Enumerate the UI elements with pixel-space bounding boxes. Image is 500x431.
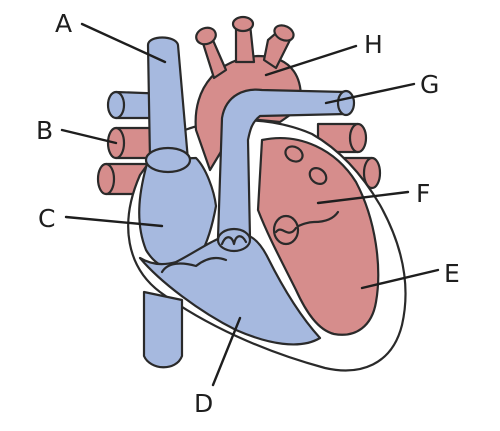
superior-vena-cava — [144, 36, 192, 174]
label-d: D — [194, 389, 213, 418]
tricuspid-valve — [160, 256, 228, 274]
left-ventricle — [256, 137, 380, 336]
pulmonary-vein-openings — [284, 145, 328, 185]
label-a: A — [55, 9, 72, 38]
right-ventricle — [138, 232, 322, 346]
inferior-vena-cava — [142, 290, 184, 369]
label-f: F — [416, 179, 430, 208]
label-e: E — [444, 259, 460, 288]
aortic-valve — [272, 214, 300, 246]
pulmonary-artery — [216, 88, 356, 253]
label-b: B — [36, 116, 53, 145]
leader-lines — [60, 22, 440, 387]
label-h: H — [364, 30, 383, 59]
label-g: G — [420, 70, 439, 99]
label-c: C — [38, 204, 55, 233]
